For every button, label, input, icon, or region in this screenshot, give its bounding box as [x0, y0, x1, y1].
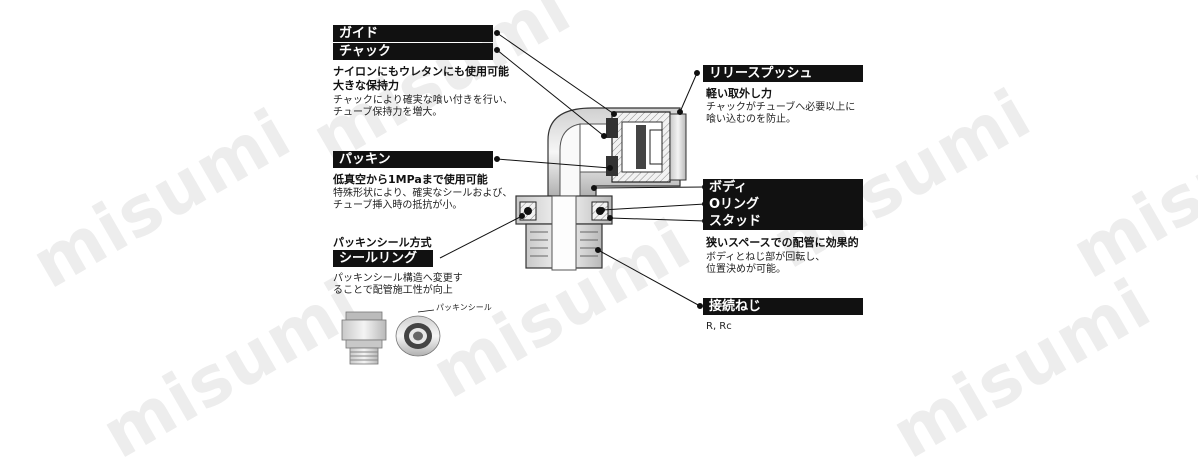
body-label-bar: ボディ [703, 179, 863, 196]
seal-ring-desc-1: パッキンシール構造へ変更す [333, 273, 463, 284]
fitting-cross-section-diagram [341, 30, 708, 365]
seal-ring-label-bar: シールリング [333, 250, 433, 267]
seal-ring-caption: パッキンシール方式 [333, 236, 432, 249]
packing-desc-2: チューブ挿入時の抵抗が小。 [333, 200, 463, 211]
straight-fitting-photo [341, 311, 387, 365]
packing-label-bar: パッキン [333, 151, 493, 168]
guide-label-bar: ガイド [333, 25, 493, 42]
chuck-collet-shape [606, 111, 687, 183]
thread-label-bar: 接続ねじ [703, 298, 863, 315]
stud-desc-1: ボディとねじ部が回転し、 [706, 252, 826, 263]
stud-shape [515, 195, 613, 271]
chuck-headline-2: 大きな保持力 [333, 79, 399, 92]
chuck-desc-2: チューブ保持力を増大。 [333, 107, 443, 118]
stud-desc-2: 位置決めが可能。 [706, 264, 786, 275]
packing-headline: 低真空から1MPaまで使用可能 [333, 173, 488, 186]
stud-label-bar: スタッド [703, 213, 863, 230]
release-push-desc-2: 喰い込むのを防止。 [706, 114, 796, 125]
chuck-desc-1: チャックにより確実な喰い付きを行い、 [333, 95, 513, 106]
packing-seal-photo [395, 315, 441, 357]
release-push-label-bar: リリースプッシュ [703, 65, 863, 82]
seal-ring-desc-2: ることで配管施工性が向上 [333, 285, 453, 296]
thread-desc: R, Rc [706, 321, 732, 332]
packing-seal-photo-label: パッキンシール [436, 303, 492, 312]
release-push-desc-1: チャックがチューブへ必要以上に [706, 102, 856, 113]
stud-headline: 狭いスペースでの配管に効果的 [706, 236, 859, 249]
chuck-headline-1: ナイロンにもウレタンにも使用可能 [333, 65, 509, 78]
packing-desc-1: 特殊形状により、確実なシールおよび、 [333, 188, 513, 199]
o-ring-label-bar: Oリング [703, 196, 863, 213]
release-push-headline: 軽い取外し力 [706, 87, 772, 100]
chuck-label-bar: チャック [333, 43, 493, 60]
